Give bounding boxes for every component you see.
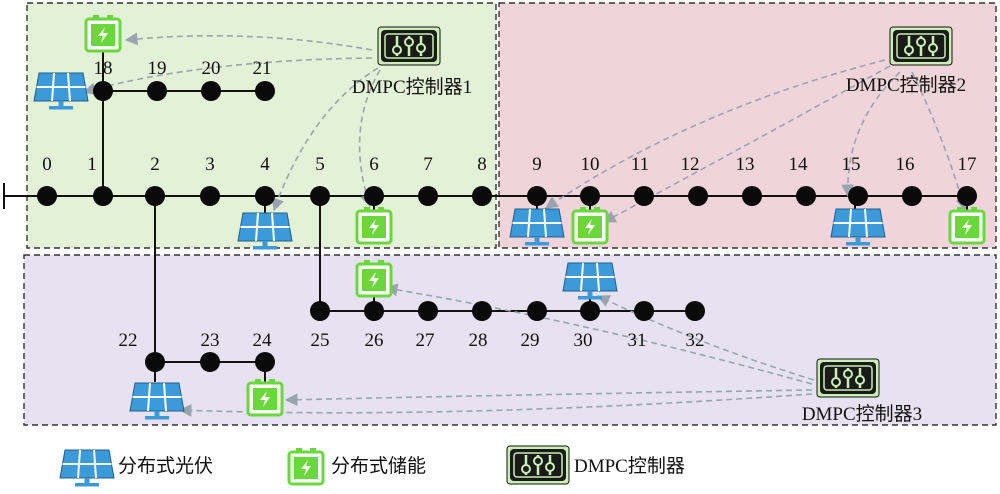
legend-storage-label: 分布式储能: [331, 455, 426, 477]
controllers: DMPC控制器1 DMPC控制器2 DMPC控制器3: [352, 25, 966, 425]
node-label-4: 4: [260, 154, 270, 175]
node-label-6: 6: [369, 154, 379, 175]
node-label-1: 1: [87, 154, 97, 175]
battery-icon: [355, 205, 393, 245]
node-label-7: 7: [423, 154, 433, 175]
node-24: [255, 352, 275, 372]
battery-icon: [571, 205, 609, 245]
node-label-20: 20: [202, 58, 221, 79]
node-label-16: 16: [896, 154, 915, 175]
sliders-icon: [376, 25, 442, 67]
node-29: [527, 301, 547, 321]
node-12: [688, 186, 708, 206]
node-labels: 0 1 2 3 4 5 6 7 8 9 10 11 12 13 14 15 16…: [42, 58, 976, 351]
controller-label-3: DMPC控制器3: [802, 403, 922, 425]
node-18: [93, 81, 113, 101]
node-30: [580, 301, 600, 321]
node-label-19: 19: [148, 58, 167, 79]
battery-icon: [948, 205, 986, 245]
node-10: [580, 186, 600, 206]
node-9: [527, 186, 547, 206]
node-15: [848, 186, 868, 206]
node-21: [255, 81, 275, 101]
node-label-10: 10: [581, 154, 600, 175]
node-label-11: 11: [631, 154, 649, 175]
node-label-18: 18: [94, 58, 113, 79]
node-8: [472, 186, 492, 206]
node-7: [418, 186, 438, 206]
node-22: [145, 352, 165, 372]
node-label-26: 26: [365, 330, 384, 351]
node-31: [634, 301, 654, 321]
node-19: [147, 81, 167, 101]
node-label-2: 2: [150, 154, 160, 175]
node-label-21: 21: [253, 58, 272, 79]
node-label-9: 9: [532, 154, 542, 175]
sliders-icon: [505, 444, 571, 486]
node-label-28: 28: [469, 330, 488, 351]
bus-nodes: [37, 81, 977, 372]
node-3: [200, 186, 220, 206]
node-11: [634, 186, 654, 206]
node-label-27: 27: [416, 330, 435, 351]
node-2: [145, 186, 165, 206]
node-26: [364, 301, 384, 321]
node-label-29: 29: [521, 330, 540, 351]
battery-icon: [84, 13, 122, 53]
node-label-31: 31: [628, 330, 647, 351]
node-label-12: 12: [681, 154, 700, 175]
node-label-25: 25: [311, 330, 330, 351]
sliders-icon: [888, 25, 954, 67]
node-label-0: 0: [42, 154, 52, 175]
node-32: [685, 301, 705, 321]
node-5: [310, 186, 330, 206]
node-label-24: 24: [253, 330, 273, 351]
node-label-5: 5: [315, 154, 325, 175]
sliders-icon: [815, 357, 881, 399]
battery-icon: [355, 258, 393, 298]
node-label-15: 15: [842, 154, 861, 175]
node-20: [201, 81, 221, 101]
node-label-23: 23: [201, 330, 220, 351]
node-1: [93, 186, 113, 206]
node-27: [418, 301, 438, 321]
node-label-14: 14: [789, 154, 809, 175]
node-label-22: 22: [119, 330, 138, 351]
node-25: [310, 301, 330, 321]
node-14: [796, 186, 816, 206]
battery-icon: [246, 377, 284, 417]
legend-pv-label: 分布式光伏: [118, 455, 213, 477]
node-16: [902, 186, 922, 206]
node-label-8: 8: [477, 154, 487, 175]
node-label-3: 3: [205, 154, 215, 175]
controller-label-2: DMPC控制器2: [846, 74, 966, 96]
node-label-13: 13: [736, 154, 755, 175]
battery-icon: [287, 446, 325, 486]
legend-controller-label: DMPC控制器: [574, 455, 685, 477]
node-28: [472, 301, 492, 321]
node-label-32: 32: [686, 330, 705, 351]
legend: 分布式光伏 分布式储能 DMPC控制器: [59, 444, 685, 488]
node-23: [200, 352, 220, 372]
node-label-17: 17: [958, 154, 977, 175]
node-4: [255, 186, 275, 206]
node-6: [364, 186, 384, 206]
solar-panel-icon: [59, 449, 115, 488]
node-label-30: 30: [574, 330, 593, 351]
node-0: [37, 186, 57, 206]
node-13: [742, 186, 762, 206]
controller-label-1: DMPC控制器1: [352, 76, 472, 98]
node-17: [957, 186, 977, 206]
